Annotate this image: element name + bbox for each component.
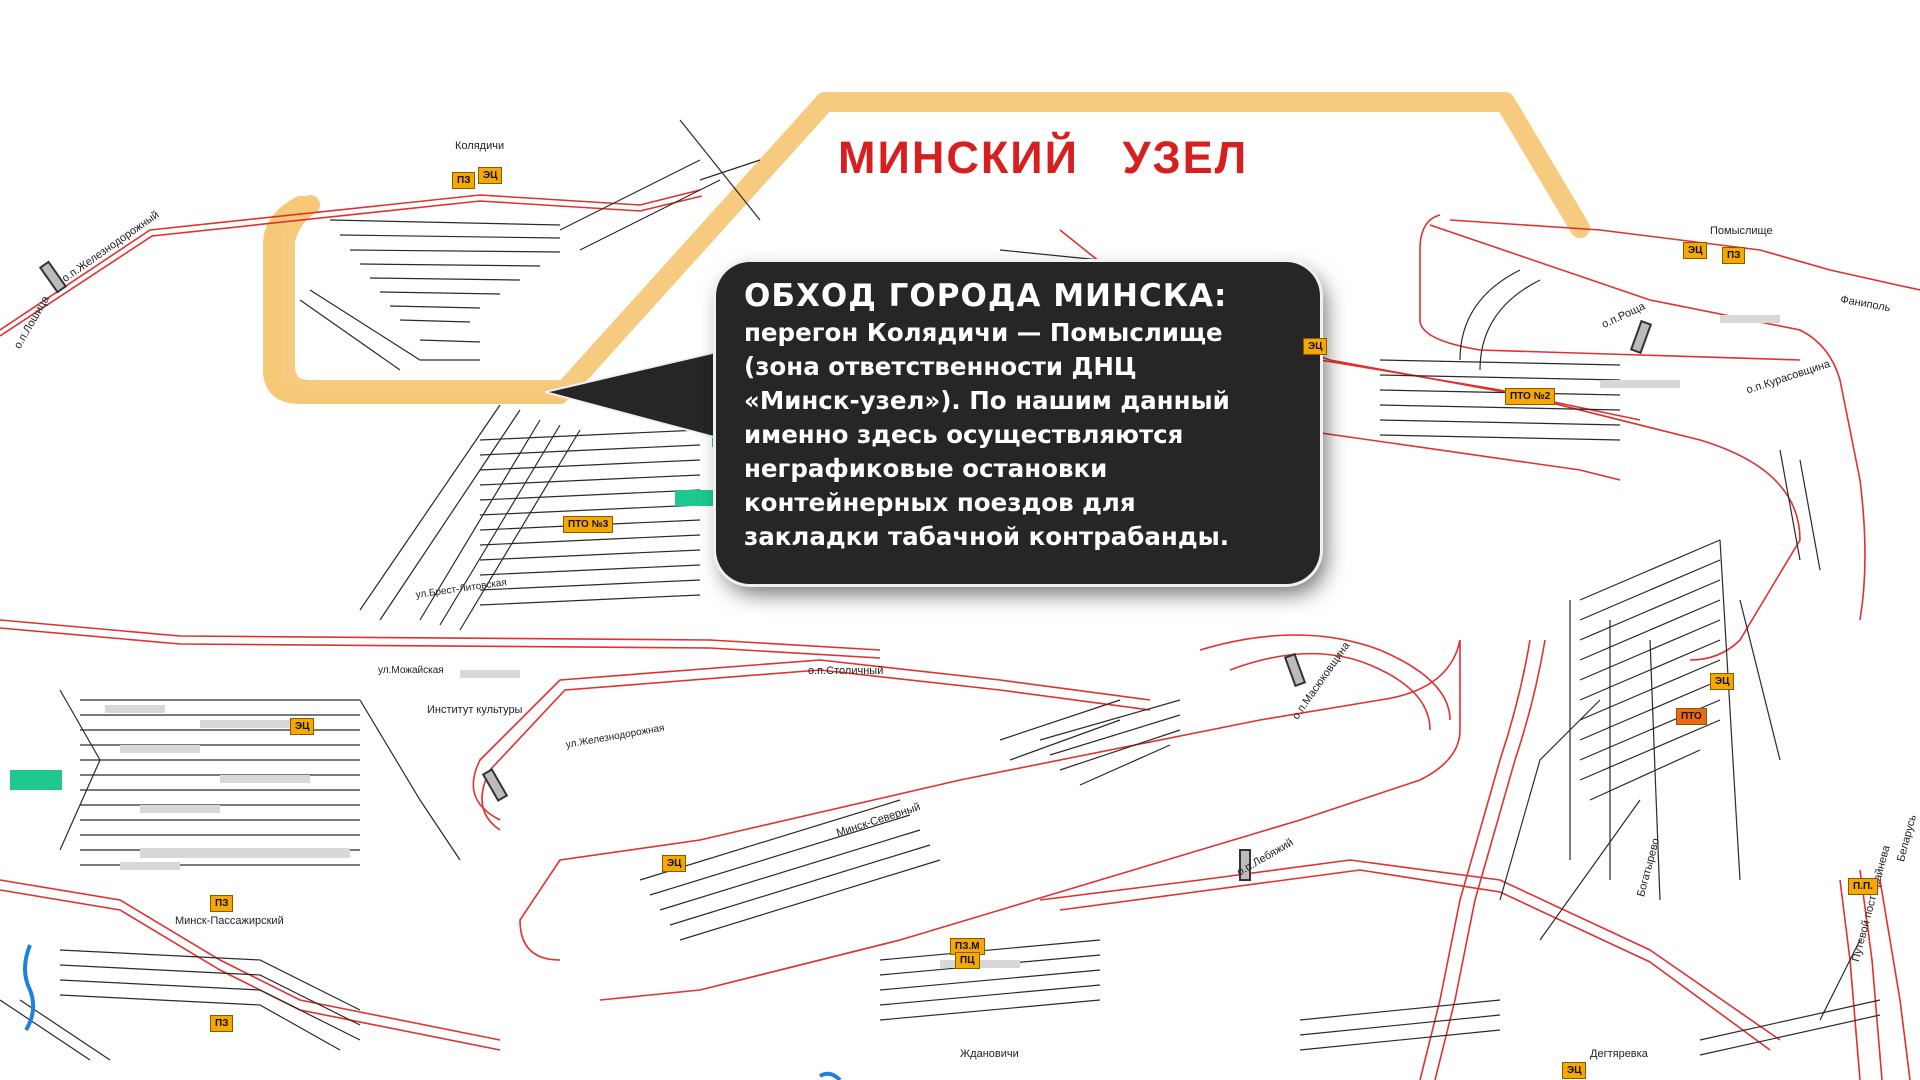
badge-ec: ЭЦ (1562, 1062, 1587, 1079)
badge-ec: ЭЦ (290, 718, 315, 735)
station-label-degtyarevka: Дегтяревка (1590, 1048, 1648, 1060)
station-label-minsk-passazhirsky: Минск-Пассажирский (175, 915, 284, 927)
callout-text: ОБХОД ГОРОДА МИНСКА: перегон Колядичи — … (744, 278, 1314, 554)
speech-bubble-tail-icon (544, 348, 726, 442)
station-label-stolichny: о.п.Столичный (808, 665, 884, 677)
badge-pz: ПЗ (452, 172, 476, 189)
street-label-mozhaiskaya: ул.Можайская (378, 665, 444, 676)
callout-line: именно здесь осуществляются (744, 420, 1184, 449)
callout-line: (зона ответственности ДНЦ (744, 352, 1137, 381)
map-title: МИНСКИЙ УЗЕЛ (838, 132, 1249, 183)
platforms (105, 315, 1780, 968)
station-label-zhdanovichi: Ждановичи (960, 1048, 1019, 1060)
badge-pc: ПЦ (955, 952, 980, 969)
station-label-institut-kultury: Институт культуры (427, 704, 523, 716)
badge-pto: ПТО №2 (1505, 388, 1556, 405)
dark-station-tracks (0, 119, 1881, 1061)
badge-pto: ПТО №3 (563, 516, 614, 533)
badge-ec: ЭЦ (1683, 242, 1708, 259)
callout-box (716, 262, 1320, 584)
badge-ec: ЭЦ (1303, 338, 1328, 355)
badge-pz: ПЗ (210, 895, 234, 912)
badge-pz: ПЗ (210, 1015, 234, 1032)
bypass-route-highlight (263, 196, 569, 404)
badge-pp: П.П. (1848, 878, 1878, 895)
callout-line: контейнерных поездов для (744, 488, 1136, 517)
badge-ec: ЭЦ (1710, 673, 1735, 690)
badge-pz: ПЗ (1722, 247, 1746, 264)
bridge-markers (38, 260, 1653, 881)
callout-heading: ОБХОД ГОРОДА МИНСКА: (744, 278, 1228, 314)
badge-pto: ПТО (1676, 708, 1707, 725)
river-icon (23, 944, 36, 1032)
badge-ec: ЭЦ (478, 167, 503, 184)
bypass-route-highlight-main (275, 92, 1590, 400)
badge-ec: ЭЦ (662, 855, 687, 872)
callout-line: «Минск-узел»). По нашим данный (744, 386, 1230, 415)
station-label-koliadichi: Колядичи (455, 140, 505, 152)
callout-line: перегон Колядичи — Помыслище (744, 318, 1223, 347)
station-label-pomyslische: Помыслище (1710, 225, 1773, 237)
callout-line: закладки табачной контрабанды. (744, 522, 1230, 551)
callout-line: неграфиковые остановки (744, 454, 1108, 483)
